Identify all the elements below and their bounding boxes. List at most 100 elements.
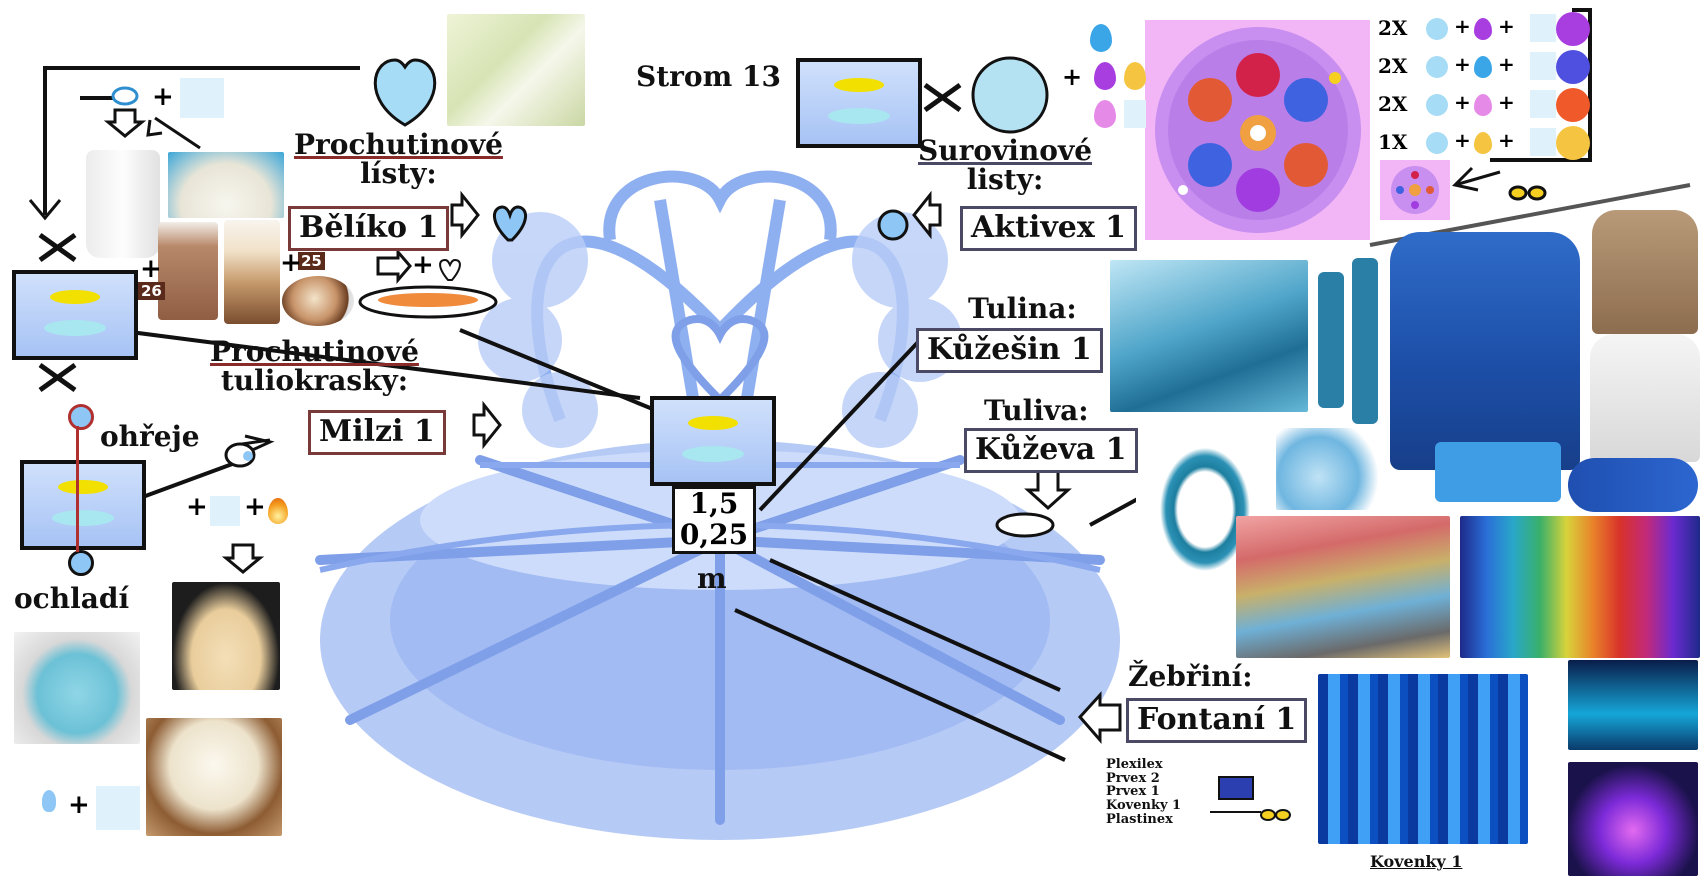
ice-orb [971,56,1049,134]
recipe-count: 2X [1378,92,1408,116]
glasses-icon-small [1210,809,1291,821]
recipe-count: 1X [1378,130,1408,154]
photo-watch-strap-2 [1352,258,1378,424]
photo-white-icecream [146,718,282,836]
circle-drop-icon [877,209,909,241]
kuzeva-box: Kůževa 1 [964,428,1138,473]
drop-icon [210,496,240,526]
mandala-small [1380,160,1450,220]
drop-icon [1094,62,1116,90]
photo-powder [168,152,284,218]
photo-flakes [447,14,585,126]
cross-marks [38,82,962,393]
tulina-label: Tulina: [968,292,1077,325]
photo-brown-jacket [1592,210,1698,334]
flower-icon [68,550,94,576]
recipe-swatch [1556,50,1590,84]
heart-drop-icon-large [373,58,437,127]
fountain-thumb-ohreje [20,460,146,550]
drop-icon [1426,132,1448,154]
prochutinove-tuliokrasky-heading: Prochutinové [210,335,419,368]
drop-icon [1090,24,1112,52]
drop-icon [180,78,224,118]
fountain-foliage [478,212,962,448]
badge-26: 26 [138,282,165,300]
fountain-thumb-left [12,270,138,360]
center-heart [671,315,769,406]
recipe-row: 1X + + [1378,124,1592,162]
prochutinove-tuliokrasky-heading-2: tuliokrasky: [220,364,409,398]
drop-icon [1474,94,1492,116]
measure-bottom: 0,25 [679,517,749,551]
small-list-item: Prvex 1 [1106,784,1160,800]
drop-icon [1530,52,1556,80]
photo-latte-glass [224,220,280,324]
drop-icon [96,786,140,830]
photo-glitter-shoes [1276,428,1382,510]
recipe-row: 2X + + [1378,86,1592,124]
string-loop [995,512,1055,538]
drop-icon [1124,62,1146,90]
drop-icon [1530,128,1556,156]
small-list-item: Kovenky 1 [1106,797,1182,813]
recipe-count: 2X [1378,16,1408,40]
photo-watch-strap [1318,272,1344,408]
heart-drop-icon [493,205,527,242]
drop-icon [1530,14,1556,42]
photo-cappuccino [282,276,354,326]
small-list-item: Prvex 2 [1106,770,1160,786]
photo-rainbow-cords [1460,516,1700,658]
photo-white-jacket [1590,334,1700,462]
photo-fountain-purple [1568,762,1698,876]
measure-box: 1,5 0,25 [672,486,756,554]
flame-icon [268,498,288,524]
badge-25: 25 [298,252,325,270]
small-list: Plexilex Prvex 2 Prvex 1 Kovenky 1 Plast… [1106,758,1181,826]
photo-blue-jacket [1390,232,1580,470]
photo-cocoa-glass [158,222,218,320]
drop-icon [1426,94,1448,116]
recipe-row: 2X + + [1378,48,1592,86]
fountain-thumb-center [650,396,776,486]
recipe-row: 2X + + [1378,10,1592,48]
photo-blue-leather [1110,260,1308,412]
photo-blue-icecream [14,632,140,744]
measure-unit: m [697,562,727,595]
drop-icon [1124,100,1146,128]
line-red [76,426,79,552]
recipe-count: 2X [1378,54,1408,78]
drop-icon [1474,132,1492,154]
recipe-swatch [1556,12,1590,46]
zebrini-label: Žebřiní: [1128,660,1253,693]
photo-condensed-milk [172,582,280,690]
photo-fountain-night [1568,660,1698,750]
drop-icon [1094,100,1116,128]
drop-icon [1426,18,1448,40]
photo-blue-clutch [1435,442,1561,502]
drop-icon [1530,90,1556,118]
recipe-swatch [1556,88,1590,122]
recipe-swatch [1556,126,1590,160]
tuliva-label: Tuliva: [984,394,1089,427]
surovinove-listy-heading-2: listy: [966,163,1044,197]
photo-fountain-lights [1318,674,1528,844]
measure-top: 1,5 [689,487,739,520]
device-icon [1218,776,1254,800]
fontani-box: Fontaní 1 [1126,698,1308,743]
photo-colored-cords [1236,516,1450,658]
kovenky-caption: Kovenky 1 [1370,852,1463,871]
drop-icon [1426,56,1448,78]
small-list-item: Plastinex [1106,811,1173,827]
recipe-table: 2X + + 2X + + 2X + + 1X + + [1378,10,1592,162]
connector-lines [43,8,1691,762]
drop-icon [1474,18,1492,40]
prochutinove-listy-heading: Prochutinové [294,128,503,161]
flower-icon [42,790,56,812]
drop-icon [1474,56,1492,78]
photo-blue-shoes [1568,458,1698,512]
ohreje-label: ohřeje [100,420,200,453]
beliko-box: Bělíko 1 [288,206,450,251]
surovinove-listy-heading: Surovinové [918,134,1093,167]
prochutinove-listy-heading-2: lísty: [360,157,437,191]
small-list-item: Plexilex [1106,757,1163,772]
